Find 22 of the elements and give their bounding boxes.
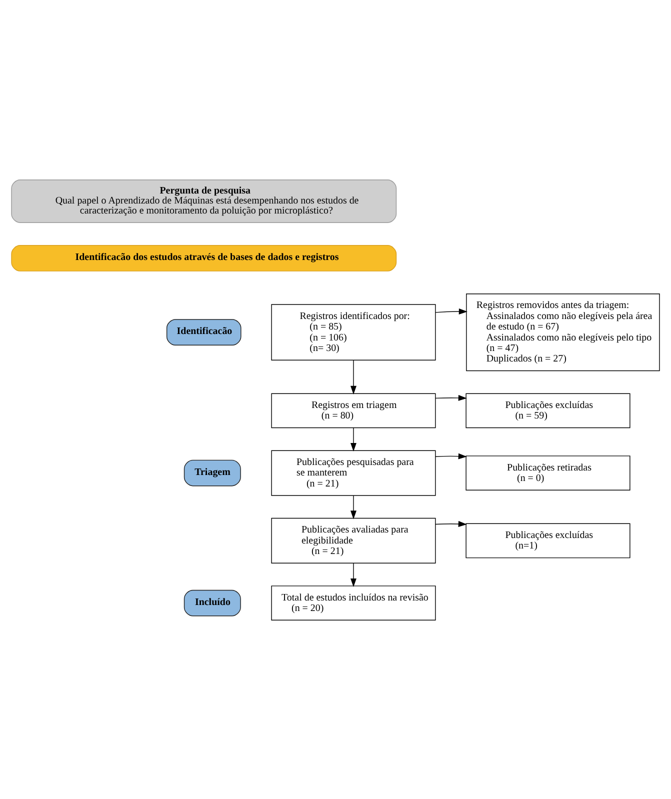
node-box: Identificacão	[166, 318, 242, 345]
node-box: Pergunta de pesquisa Qual papel o Aprendizado de Máquinas está desempenhando nos estudos de caracterização e monitoramento da poluição por microplástico?	[11, 179, 397, 222]
arrow	[350, 562, 356, 586]
node-box: Registros em triagem (n = 80)	[271, 392, 436, 428]
node-box: Publicações excluídas (n = 59)	[466, 392, 630, 428]
node-box: Publicações avaliadas para elegibilidade (n = 21)	[271, 517, 436, 563]
arrow	[350, 494, 356, 519]
arrow	[435, 452, 467, 459]
arrow	[435, 520, 467, 526]
node-box: Total de estudos incluídos na revisão (n = 20)	[271, 585, 436, 620]
node-box: Incluído	[184, 589, 241, 616]
node-box: Registros identificados por: (n = 85) (n = 106) (n= 30)	[271, 304, 436, 360]
node-box: Identificacão dos estudos através de bases de dados e registros	[11, 244, 397, 271]
node-box: Publicações retiradas (n = 0)	[466, 455, 630, 490]
node-box: Publicações excluídas (n=1)	[466, 522, 630, 558]
node-box: Publicações pesquisadas para se manterem (n = 21)	[271, 450, 436, 496]
node-box: Registros removidos antes da triagem: Assinalados como não elegíveis pela área de estudo (n = 67) Assinalados como não elegíveis pelo tipo (n = 47) Duplicados (n = 27)	[466, 293, 660, 371]
arrow	[435, 394, 467, 400]
arrow	[350, 359, 356, 394]
node-box: Triagem	[184, 459, 241, 486]
arrow	[435, 308, 468, 314]
arrow	[350, 427, 356, 451]
